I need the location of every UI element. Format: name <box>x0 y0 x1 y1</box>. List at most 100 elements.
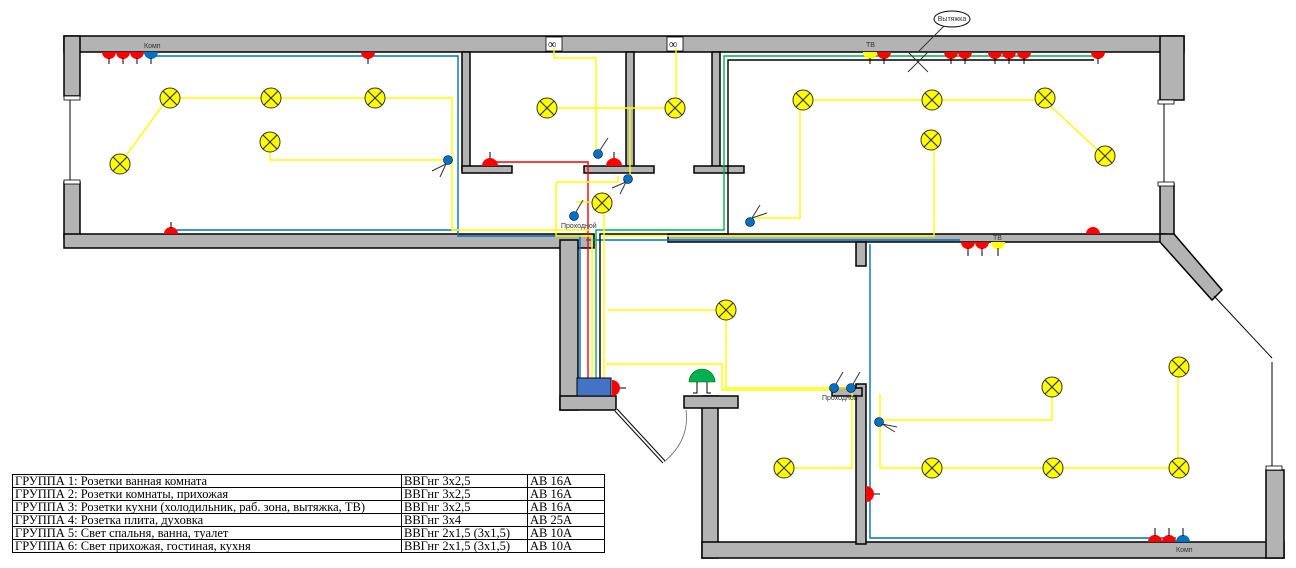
wire-light-corr3 <box>725 320 850 389</box>
legend-group: ГРУППА 2: Розетки комнаты, прихожая <box>12 487 402 501</box>
socket-icon <box>612 380 626 396</box>
socket-data-icon <box>1176 528 1190 542</box>
wire-light-kitchen3 <box>756 100 801 219</box>
legend-group: ГРУППА 5: Свет спальня, ванна, туалет <box>12 526 402 540</box>
legend-cable: ВВГнг 3х4 <box>401 513 528 527</box>
wire-light-liv <box>879 368 1179 469</box>
hood-callout-text: Вытяжка <box>938 16 967 23</box>
socket-icon <box>1086 227 1100 234</box>
wire-light-room1b <box>269 142 448 161</box>
table-row: ГРУППА 1: Розетки ванная комната ВВГнг 3… <box>12 474 605 488</box>
label-switch-pass-2: Проходной <box>822 394 858 402</box>
wall-right-lower <box>1159 183 1175 241</box>
ceiling-lamp-icon <box>1168 457 1190 479</box>
legend-cable: ВВГнг 3х2,5 <box>401 500 528 514</box>
wall-left-lower <box>63 181 81 239</box>
wall-right-upper <box>1159 35 1185 101</box>
ceiling-lamp-icon <box>1042 457 1064 479</box>
legend-breaker: АВ 16А <box>527 500 605 514</box>
ceiling-lamp-icon <box>920 129 942 151</box>
ceiling-lamp-icon <box>921 89 943 111</box>
window-diagonal <box>1213 295 1273 359</box>
hood-callout <box>933 10 971 28</box>
ceiling-lamp-icon <box>773 457 795 479</box>
switch-pass-icon <box>569 199 584 221</box>
ceiling-lamp-icon <box>1094 145 1116 167</box>
wall-bedroom-living <box>855 383 867 545</box>
switches <box>431 137 898 433</box>
ceiling-lamp-icon <box>1034 87 1056 109</box>
sockets <box>102 52 1190 542</box>
wall-bedroom-left <box>701 395 719 559</box>
ceiling-lamp-icon <box>259 131 281 153</box>
table-row: ГРУППА 6: Свет прихожая, гостиная, кухня… <box>12 539 605 553</box>
socket-icon <box>116 52 130 64</box>
legend-cable: ВВГнг 2х1,5 (3х1,5) <box>401 539 528 553</box>
wall-bath-stub-l <box>461 165 513 174</box>
wall-right-bottom <box>1265 469 1285 559</box>
socket-icon <box>606 152 622 166</box>
wire-light-corr2 <box>606 363 832 391</box>
infinity-icon: ∞ <box>669 37 678 51</box>
switch-icon <box>874 417 898 433</box>
wall-top <box>63 35 1185 53</box>
wire-light-x <box>556 176 619 183</box>
wall-left-upper <box>63 35 81 97</box>
socket-icon <box>988 52 1002 64</box>
label-tv-kitchen: ТВ <box>866 42 875 49</box>
socket-icon <box>975 242 989 256</box>
switch-icon <box>593 137 609 159</box>
legend-cable: ВВГнг 3х2,5 <box>401 474 528 488</box>
legend-group: ГРУППА 1: Розетки ванная комната <box>12 474 402 488</box>
legend-group: ГРУППА 3: Розетки кухни (холодильник, ра… <box>12 500 402 514</box>
wall-corridor-left <box>559 239 579 411</box>
infinity-icon: ∞ <box>548 37 557 51</box>
doorbell-icon <box>688 368 716 394</box>
table-row: ГРУППА 4: Розетка плита, духовка ВВГнг 3… <box>12 513 605 527</box>
socket-icon <box>130 52 144 64</box>
wire-red-bath <box>490 161 589 390</box>
ceiling-lamp-icon <box>664 97 686 119</box>
ceiling-lamp-icon <box>715 299 737 321</box>
socket-icon <box>961 242 975 256</box>
wire-light-liv2 <box>880 388 1053 421</box>
wall-bottom-left <box>63 233 595 249</box>
exhaust-fan-icon <box>907 10 971 73</box>
socket-icon <box>164 222 178 234</box>
wall-bedroom-top <box>683 395 739 409</box>
wire-blue-living2 <box>869 244 1176 539</box>
wall-bottom <box>701 541 1285 559</box>
label-comp-top: Комп <box>144 43 161 50</box>
table-row: ГРУППА 2: Розетки комнаты, прихожая ВВГн… <box>12 487 605 501</box>
switch-pass-icon <box>829 371 844 393</box>
label-tv-living: ТВ <box>993 235 1002 242</box>
electrical-panel-icon <box>576 377 612 397</box>
legend-breaker: АВ 25А <box>527 513 605 527</box>
socket-icon <box>1148 528 1162 542</box>
socket-icon <box>1017 52 1031 64</box>
socket-icon <box>102 52 116 64</box>
wall-toilet-stub <box>693 165 745 174</box>
socket-icon <box>944 52 958 64</box>
legend-table: ГРУППА 1: Розетки ванная комната ВВГнг 3… <box>12 474 605 553</box>
socket-tv-icon <box>991 242 1005 256</box>
wire-light-room1 <box>119 97 590 231</box>
socket-data-icon <box>144 52 158 64</box>
ceiling-lamp-icon <box>792 89 814 111</box>
legend-breaker: АВ 10А <box>527 526 605 540</box>
wire-light-down <box>555 182 593 390</box>
socket-icon <box>1091 52 1105 64</box>
socket-icon <box>482 152 498 166</box>
legend-breaker: АВ 16А <box>527 487 605 501</box>
wire-green-kitchen <box>595 55 1098 390</box>
windows <box>63 95 1283 471</box>
table-row: ГРУППА 3: Розетки кухни (холодильник, ра… <box>12 500 605 514</box>
socket-tv-icon <box>863 52 877 64</box>
wall-bath-stub-r <box>583 165 655 174</box>
wire-light-kitchen2 <box>800 99 1105 157</box>
ceiling-lamp-icon <box>536 97 558 119</box>
socket-icon <box>877 52 891 64</box>
legend-breaker: АВ 16А <box>527 474 605 488</box>
socket-icon <box>958 52 972 64</box>
